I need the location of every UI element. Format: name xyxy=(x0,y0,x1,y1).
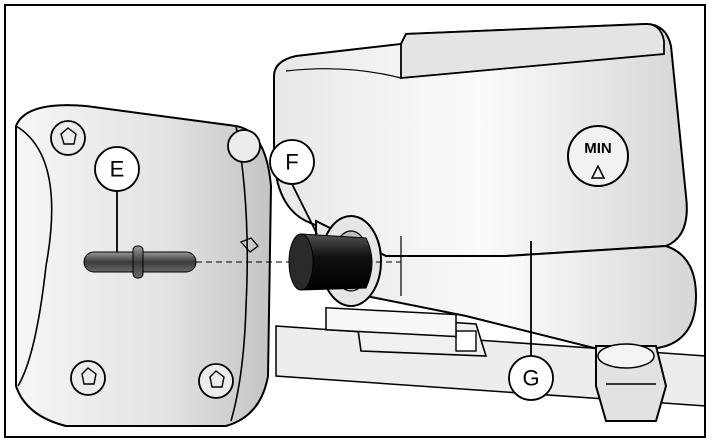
exploded-view-drawing: MIN xyxy=(15,22,704,427)
callout-g-label: G xyxy=(522,366,539,391)
callout-f: F xyxy=(269,139,318,235)
callout-g: G xyxy=(508,241,554,401)
callout-e: E xyxy=(94,146,140,252)
banjo-bolt xyxy=(595,343,668,422)
master-cylinder-reservoir: MIN xyxy=(273,22,688,257)
callout-f-label: F xyxy=(285,150,298,175)
diagram-frame: MIN xyxy=(4,4,706,438)
rubber-boot xyxy=(288,233,373,291)
callout-e-label: E xyxy=(110,157,125,182)
pin xyxy=(83,245,197,279)
min-mark-label: MIN xyxy=(584,140,612,157)
